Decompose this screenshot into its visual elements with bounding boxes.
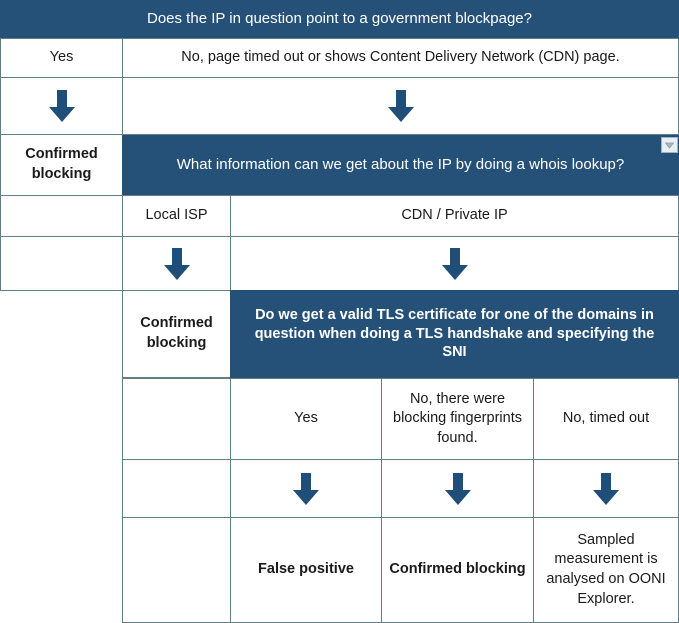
outcome-confirmed-blocking-1: Confirmed blocking [0, 134, 123, 196]
filler-col2-3 [122, 517, 231, 623]
down-arrow-icon [593, 472, 619, 505]
question-2-text: What information can we get about the IP… [176, 156, 625, 174]
q3-no-timeout-arrow-cell [533, 459, 679, 518]
q3-answer-no-fingerprints[interactable]: No, there were blocking fingerprints fou… [381, 378, 534, 460]
q3-no-fingerprints-arrow-cell [381, 459, 534, 518]
down-arrow-icon [48, 90, 75, 122]
q1-answer-yes-text: Yes [49, 49, 74, 66]
q2-answer-cdn-private[interactable]: CDN / Private IP [230, 195, 679, 237]
filler-col2-2 [122, 459, 231, 518]
q1-answer-yes[interactable]: Yes [0, 38, 123, 78]
left-column-whitespace [0, 291, 122, 623]
outcome-confirmed-blocking-3-text: Confirmed blocking [389, 561, 526, 578]
chevron-down-icon [665, 142, 674, 149]
q2-answer-local-isp[interactable]: Local ISP [122, 195, 231, 237]
q1-answer-no-text: No, page timed out or shows Content Deli… [181, 49, 620, 66]
q1-no-arrow-cell [122, 77, 679, 135]
q3-answer-no-timeout-text: No, timed out [562, 410, 650, 427]
outcome-false-positive-text: False positive [258, 561, 354, 578]
question-3-banner: Do we get a valid TLS certificate for on… [230, 290, 679, 378]
question-1-banner: Does the IP in question point to a gover… [0, 0, 679, 38]
q2-local-isp-arrow-cell [122, 236, 231, 291]
outcome-confirmed-blocking-3: Confirmed blocking [381, 517, 534, 623]
down-arrow-icon [444, 472, 471, 505]
q3-answer-no-fingerprints-text: No, there were blocking fingerprints fou… [393, 390, 522, 446]
outcome-confirmed-blocking-2-text: Confirmed blocking [140, 315, 213, 351]
q3-answer-yes-text: Yes [294, 410, 318, 427]
outcome-confirmed-blocking-2: Confirmed blocking [122, 290, 231, 378]
down-arrow-icon [293, 472, 319, 505]
filler-col2-1 [122, 378, 231, 460]
question-3-text: Do we get a valid TLS certificate for on… [254, 306, 655, 361]
q2-answer-local-isp-text: Local ISP [145, 207, 208, 224]
outcome-confirmed-blocking-1-text: Confirmed blocking [25, 146, 98, 182]
gridline-vertical-col2-left [122, 291, 123, 623]
outcome-sampled-measurement: Sampled measurement is analysed on OONI … [533, 517, 679, 623]
down-arrow-icon [387, 90, 414, 122]
outcome-false-positive: False positive [230, 517, 382, 623]
q2-cdn-arrow-cell [230, 236, 679, 291]
q3-yes-arrow-cell [230, 459, 382, 518]
outcome-sampled-measurement-text: Sampled measurement is analysed on OONI … [546, 531, 666, 607]
filler-left-col-2 [0, 236, 123, 291]
q2-answer-cdn-private-text: CDN / Private IP [401, 207, 508, 224]
q3-answer-yes[interactable]: Yes [230, 378, 382, 460]
question-1-text: Does the IP in question point to a gover… [147, 10, 532, 28]
question-2-banner: What information can we get about the IP… [122, 135, 679, 195]
filter-dropdown-button[interactable] [661, 137, 678, 153]
filler-left-col-1 [0, 195, 123, 237]
down-arrow-icon [163, 247, 190, 280]
q3-answer-no-timeout[interactable]: No, timed out [533, 378, 679, 460]
q1-yes-arrow-cell [0, 77, 123, 135]
q1-answer-no[interactable]: No, page timed out or shows Content Deli… [122, 38, 679, 78]
down-arrow-icon [441, 247, 468, 280]
